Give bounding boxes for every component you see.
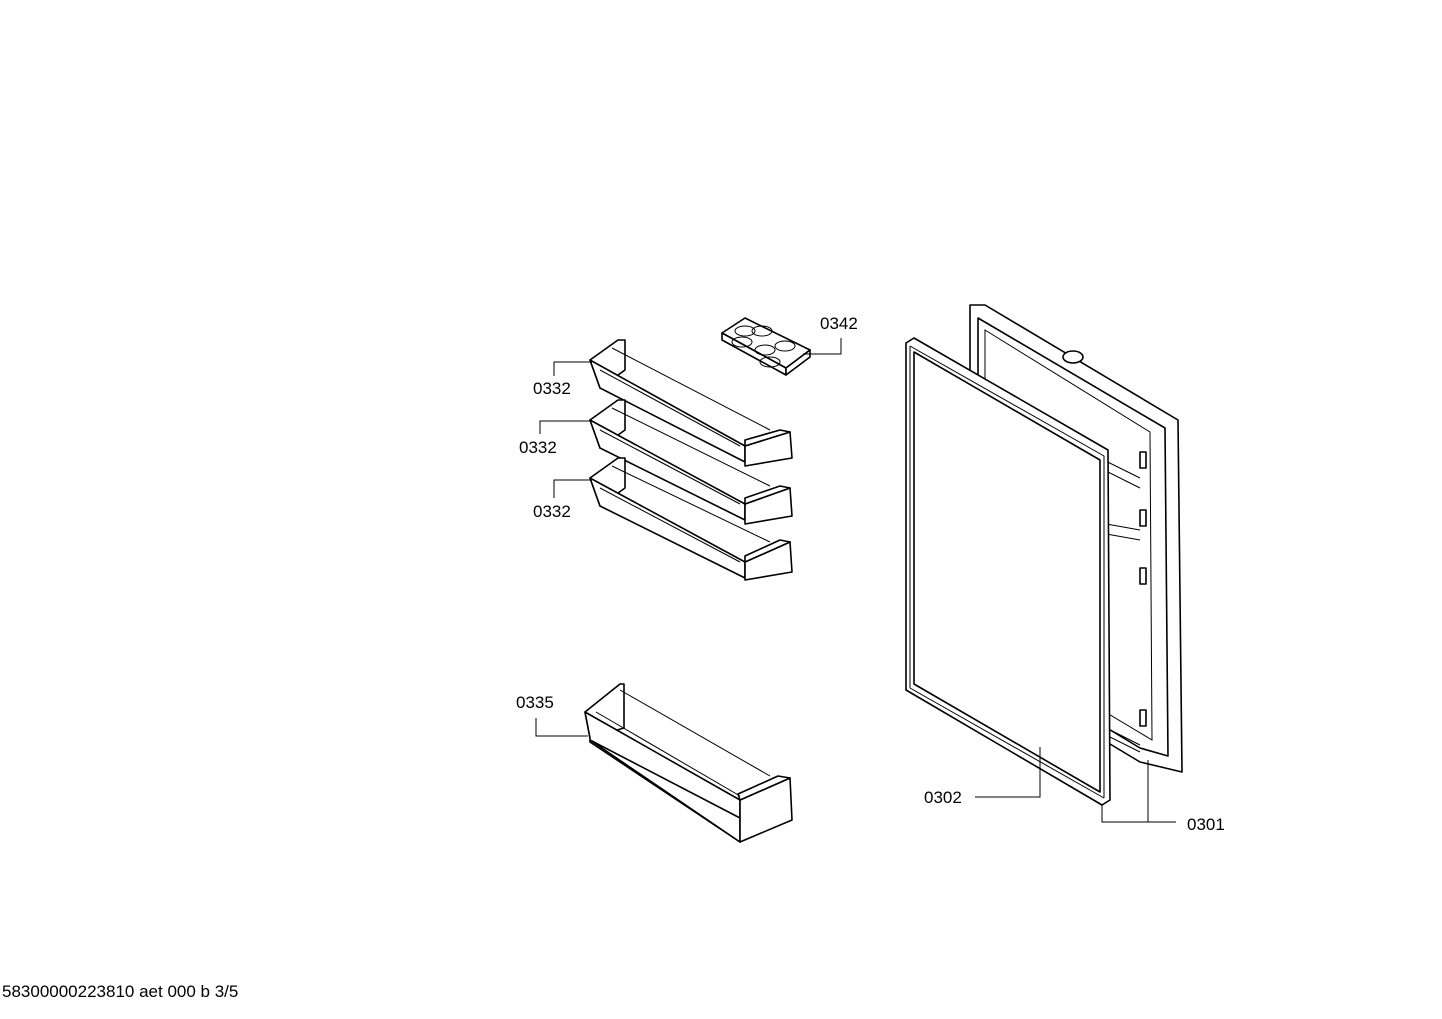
leader-line-shelf-3 <box>553 479 592 498</box>
label-0342: 0342 <box>820 314 858 333</box>
drawing-reference-footer: 58300000223810 aet 000 b 3/5 <box>2 982 239 1001</box>
door-shelf-1-part <box>589 339 793 467</box>
door-shelf-2-part <box>589 399 793 525</box>
leader-line-0342 <box>803 338 842 355</box>
label-0335: 0335 <box>516 693 554 712</box>
label-shelf-3: 0332 <box>533 502 571 521</box>
label-0301: 0301 <box>1187 815 1225 834</box>
door-shelf-3-part <box>589 457 793 581</box>
egg-tray-part <box>721 317 811 376</box>
leader-line-0302-b <box>1101 805 1148 823</box>
leader-line-shelf-1 <box>553 361 592 376</box>
bottle-shelf-part <box>584 683 793 843</box>
leader-line-shelf-2 <box>539 420 592 434</box>
door-gasket-part <box>905 337 1111 806</box>
leader-line-0302-a <box>975 747 1041 798</box>
label-shelf-2: 0332 <box>519 438 557 457</box>
leader-line-0335 <box>535 718 588 737</box>
label-0302: 0302 <box>924 788 962 807</box>
label-shelf-1: 0332 <box>533 379 571 398</box>
